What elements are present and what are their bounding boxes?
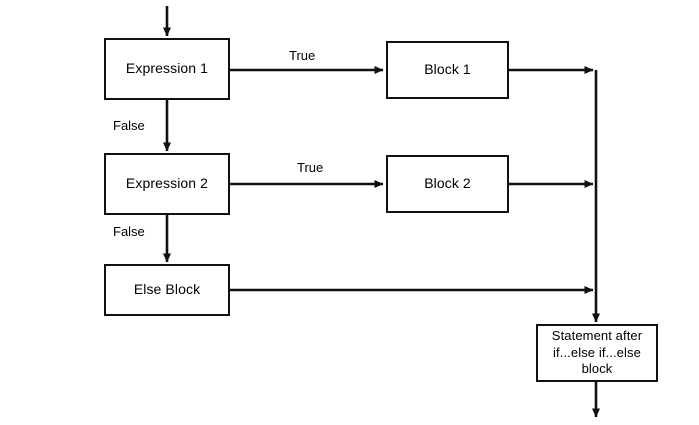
node-expression-2-label: Expression 2: [125, 175, 209, 192]
node-else-block[interactable]: Else Block: [104, 264, 230, 316]
node-block-2-label: Block 2: [424, 175, 471, 192]
edge-label-false-1: False: [113, 118, 145, 133]
edge-label-true-1: True: [289, 48, 316, 63]
node-expression-1[interactable]: Expression 1: [104, 38, 230, 100]
node-block-2[interactable]: Block 2: [386, 155, 509, 213]
node-statement-after-block[interactable]: Statement after if...else if...else bloc…: [536, 324, 658, 382]
node-statement-after-block-label: Statement after if...else if...else bloc…: [551, 327, 643, 377]
node-block-1-label: Block 1: [424, 61, 471, 78]
node-block-1[interactable]: Block 1: [386, 41, 509, 99]
node-expression-1-label: Expression 1: [125, 60, 209, 77]
node-else-block-label: Else Block: [133, 281, 201, 298]
edge-label-false-2: False: [113, 224, 145, 239]
edge-label-true-2: True: [297, 160, 324, 175]
node-expression-2[interactable]: Expression 2: [104, 153, 230, 215]
